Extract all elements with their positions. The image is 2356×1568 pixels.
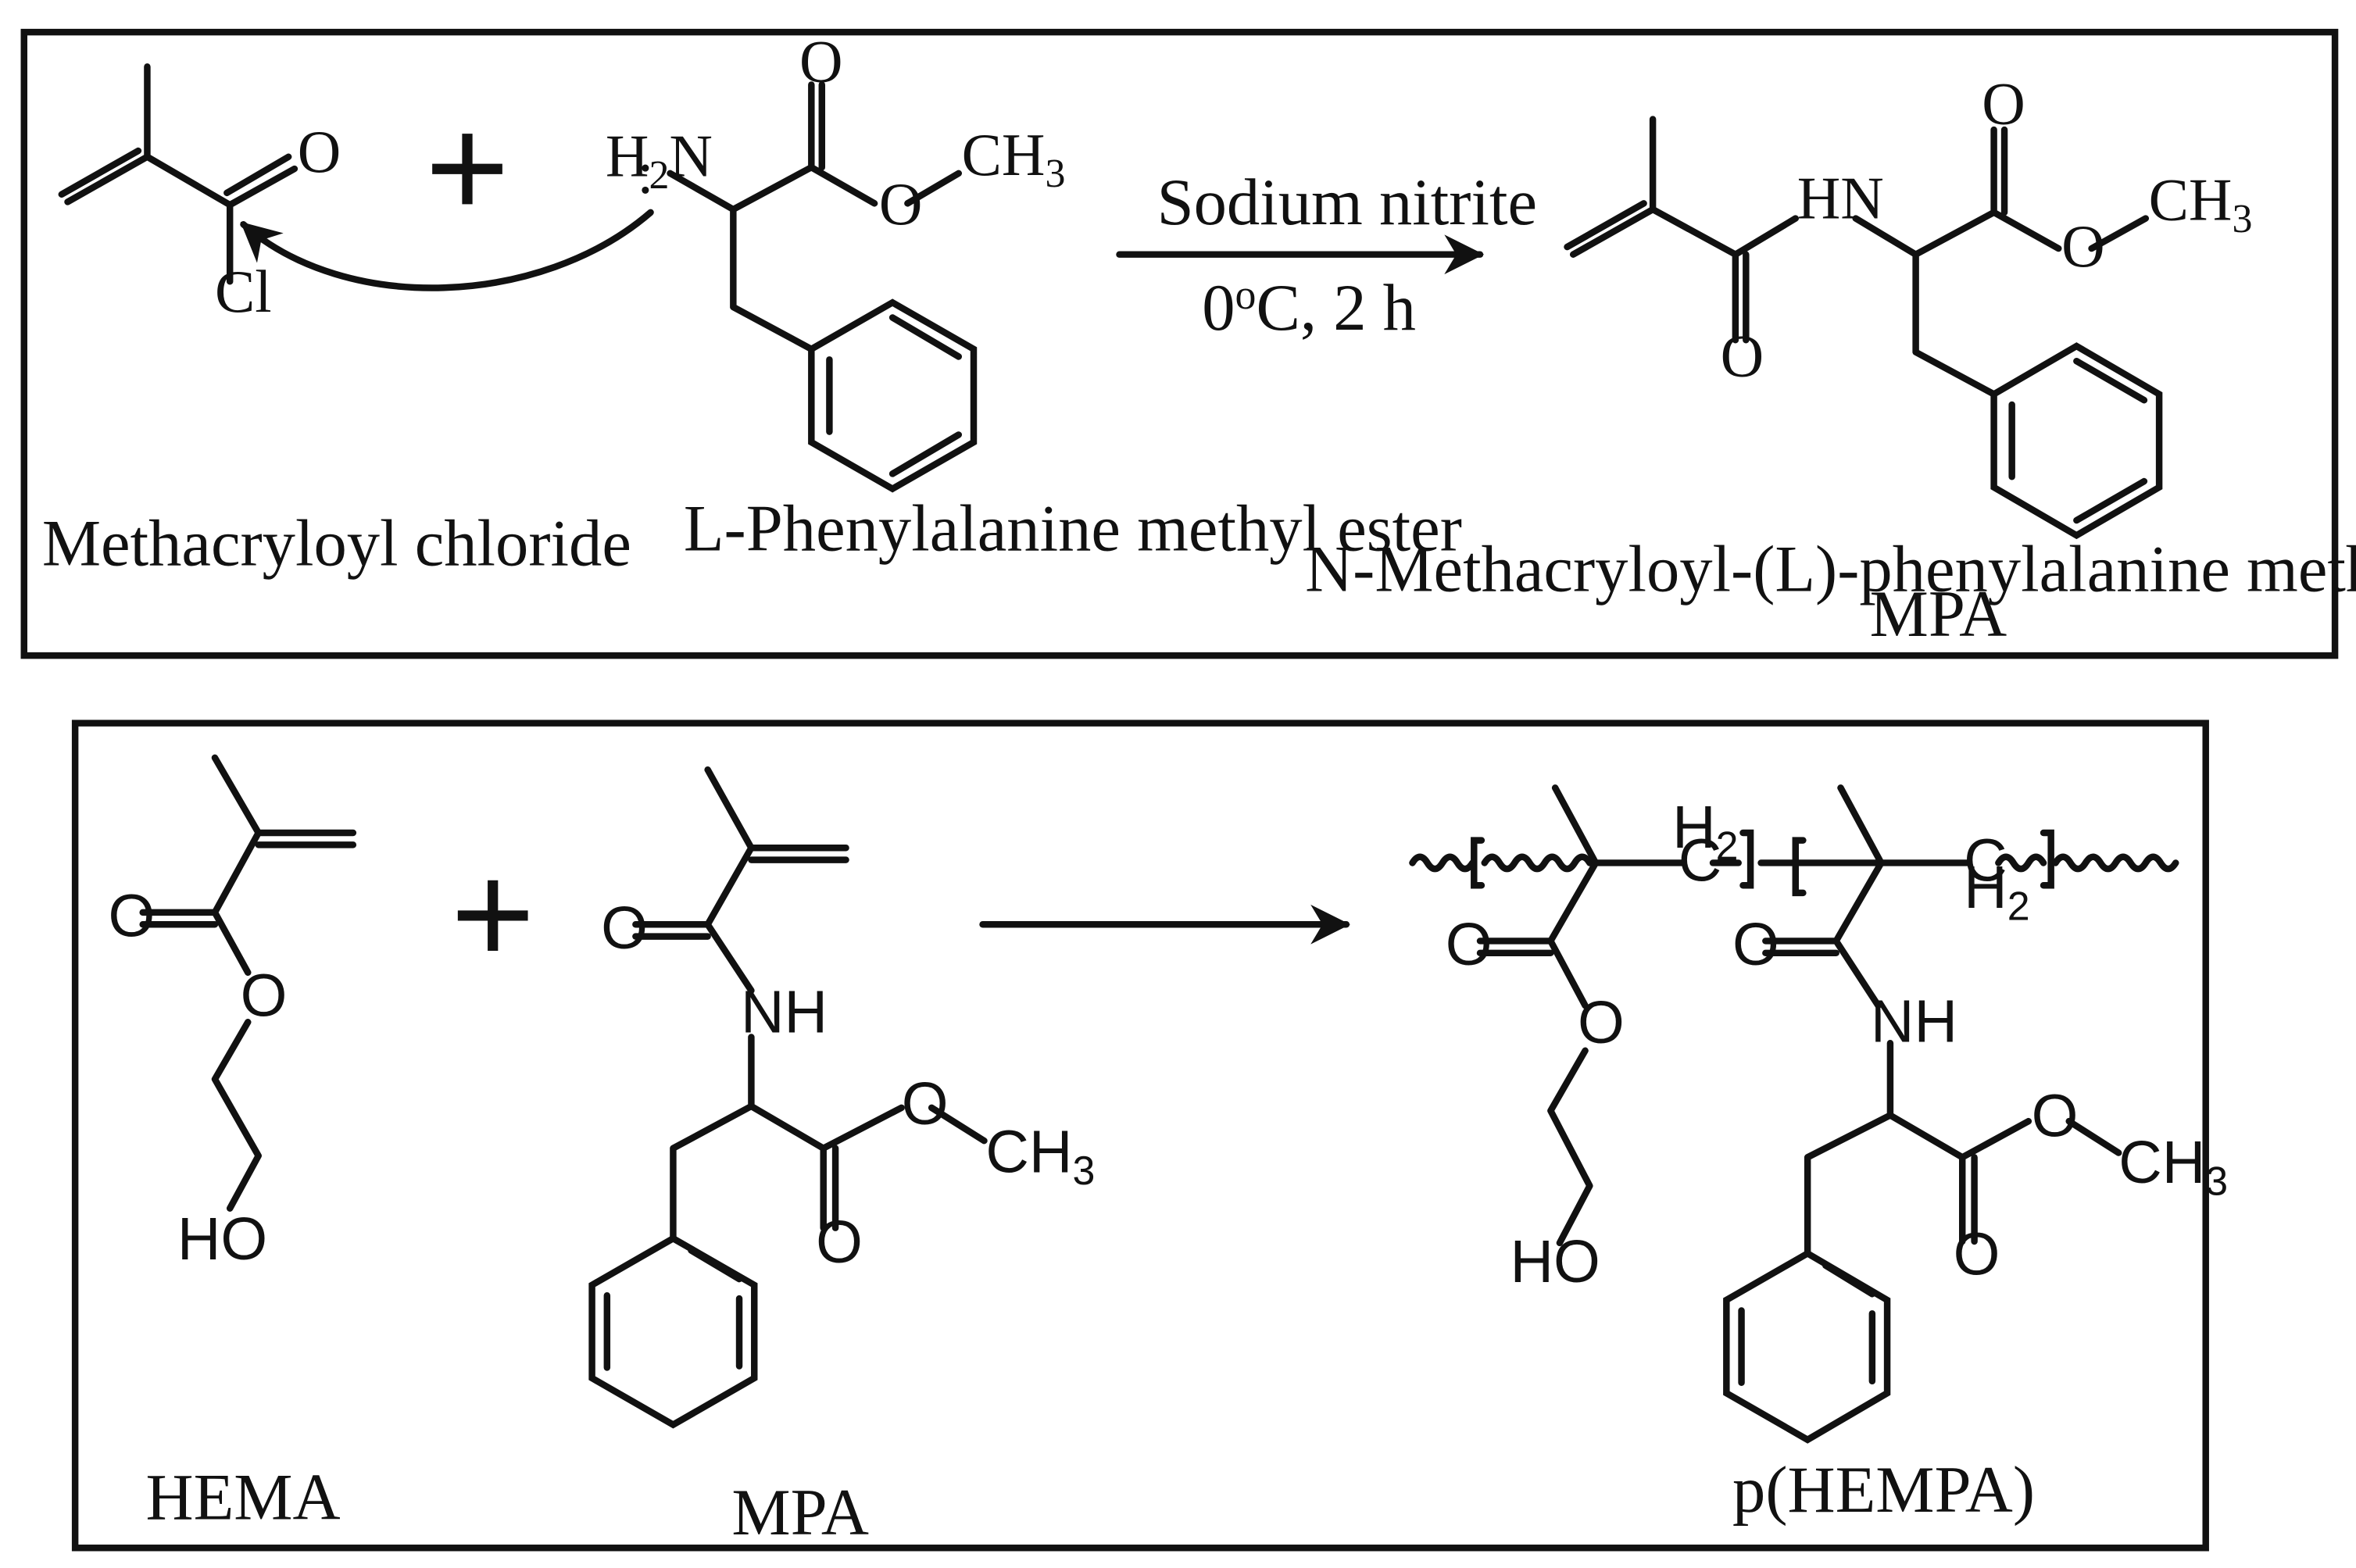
- phenyl-ring: [1723, 1249, 1891, 1444]
- methacryloyl-chloride-label: Methacryloyl chloride: [42, 508, 631, 580]
- bottom-panel-frame: [71, 720, 2209, 1552]
- chlorine-atom-label: Cl: [215, 258, 272, 325]
- carbonyl-oxygen-label: O: [108, 883, 155, 950]
- bottom-panel: O O HO + O NH O O CH3 H2 C C: [71, 720, 2228, 1552]
- repeat-bracket-right-2: [2040, 829, 2054, 889]
- hema-label: HEMA: [146, 1462, 341, 1534]
- ester-oxygen-label: O: [879, 170, 923, 238]
- amide-oxygen-label: O: [1721, 322, 1764, 389]
- hydroxyl-label: HO: [177, 1205, 267, 1273]
- hydroxyl-label: HO: [1510, 1228, 1600, 1295]
- hema-structure: O O HO: [108, 754, 357, 1273]
- top-panel: O Cl + H2N : O O CH3 Sodium nitrite 0oC,…: [20, 28, 2356, 659]
- amine-group-label: H2N: [606, 123, 713, 198]
- amide-nh-label: NH: [741, 979, 828, 1046]
- mpa-product-abbrev: MPA: [1870, 578, 2007, 651]
- hema-ester-oxygen-label: O: [1578, 989, 1625, 1056]
- lone-pair-dots: :: [637, 139, 653, 206]
- wavy-chain-inner-2: [1995, 853, 2047, 873]
- ester-oxygen-label: O: [2032, 1082, 2079, 1149]
- wavy-chain-end-left: [1409, 853, 1476, 873]
- plus-sign: +: [425, 88, 509, 248]
- phenyl-ring: [588, 1234, 758, 1429]
- amide-oxygen-label: O: [601, 895, 648, 962]
- phenyl-ring: [1990, 342, 2163, 540]
- phempa-polymer-structure: H2 C C H2 O O HO O NH O O CH3: [1409, 784, 2228, 1444]
- wavy-chain-end-right: [2052, 853, 2179, 873]
- mpa-product-structure: HN O O O CH3: [1564, 70, 2253, 540]
- wavy-chain-inner: [1481, 853, 1593, 873]
- nucleophilic-attack-arrow: [240, 209, 654, 291]
- reaction-condition-reagent: Sodium nitrite: [1157, 166, 1537, 239]
- methyl-group-label: CH3: [962, 121, 1066, 196]
- repeat-bracket-right-1: [1739, 829, 1754, 889]
- methyl-group-label: CH3: [985, 1119, 1095, 1194]
- carbonyl-oxygen-label: O: [1982, 70, 2025, 137]
- ester-oxygen-label: O: [2061, 213, 2105, 280]
- mpa-label: MPA: [731, 1477, 869, 1549]
- oxygen-atom-label: O: [298, 118, 341, 185]
- mpa-monomer-structure: O NH O O CH3: [588, 766, 1095, 1429]
- amide-nh-label: NH: [1871, 988, 1957, 1055]
- phenyl-ring: [808, 298, 978, 493]
- methyl-group-label: CH3: [2118, 1129, 2228, 1204]
- amide-nh-label: HN: [1797, 165, 1884, 232]
- ester-oxygen-label: O: [241, 963, 288, 1030]
- ester-oxygen-label: O: [902, 1070, 949, 1138]
- mpa-product-name: N-Methacryloyl-(L)-phenylalanine methyl …: [1305, 533, 2356, 605]
- amide-oxygen-label: O: [1732, 911, 1779, 978]
- phenylalanine-methyl-ester-structure: H2N : O O CH3: [606, 28, 1066, 493]
- reaction-condition-temp-time: 0oC, 2 h: [1202, 271, 1416, 345]
- carbonyl-oxygen-label: O: [816, 1209, 863, 1276]
- carbonyl-oxygen-label: O: [799, 28, 843, 95]
- top-panel-frame: [20, 28, 2339, 659]
- plus-sign: +: [451, 834, 535, 995]
- phenylalanine-methyl-ester-label: L-Phenylalanine methyl ester: [684, 492, 1462, 565]
- carbonyl-oxygen-label: O: [1954, 1220, 2000, 1288]
- methyl-group-label: CH3: [2149, 166, 2253, 241]
- repeat-bracket-left-2: [1792, 837, 1807, 897]
- methacryloyl-chloride-structure: O Cl: [58, 63, 341, 325]
- hema-carbonyl-oxygen-label: O: [1446, 911, 1493, 978]
- phempa-label: p(HEMPA): [1732, 1454, 2035, 1527]
- repeat-bracket-left: [1471, 837, 1485, 889]
